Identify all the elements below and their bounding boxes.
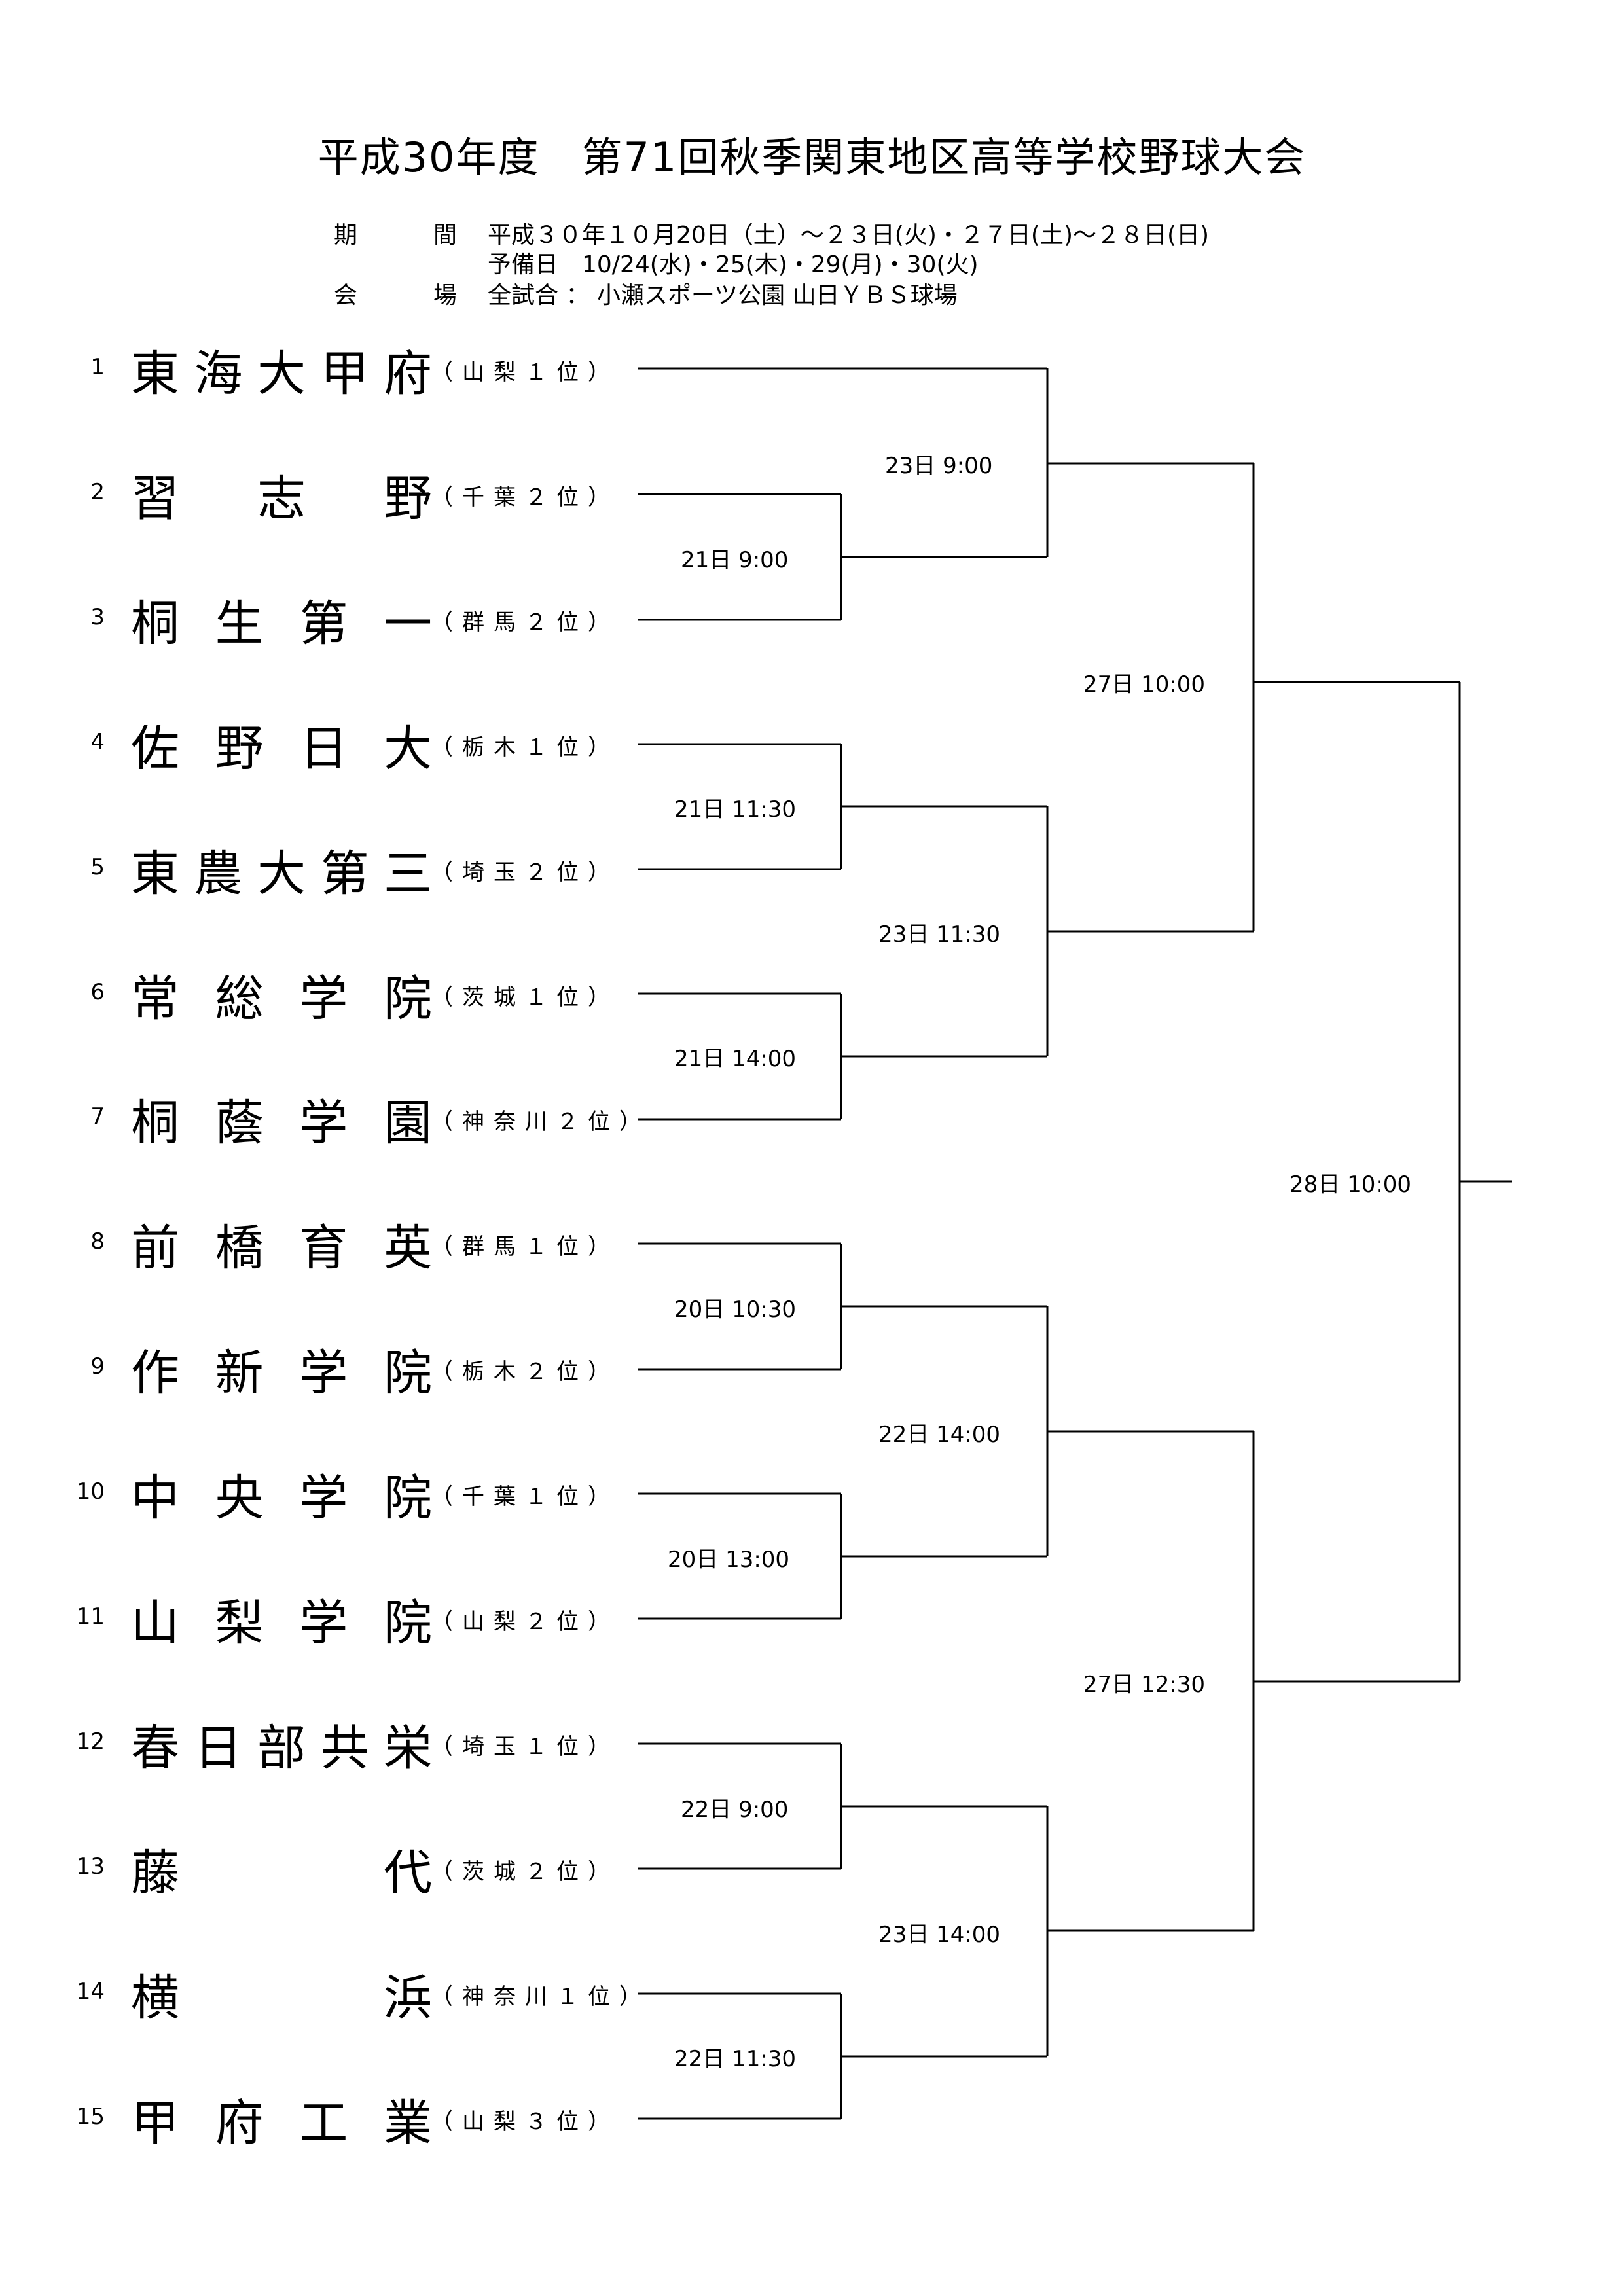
match-label: 23日 14:00 (878, 1922, 1001, 1948)
team-prefecture: （山梨１位） (431, 359, 619, 386)
team-prefecture: （山梨３位） (431, 2109, 619, 2135)
team-number: 11 (76, 1604, 105, 1630)
team-prefecture: （栃木２位） (431, 1359, 619, 1385)
team-name: 中央学院 (131, 1470, 432, 1526)
match-label: 20日 13:00 (668, 1547, 790, 1573)
team-number: 15 (76, 2104, 105, 2130)
team-number: 8 (90, 1229, 105, 1255)
match-label: 28日 10:00 (1290, 1172, 1412, 1198)
team-prefecture: （茨城１位） (431, 984, 619, 1011)
team-prefecture: （山梨２位） (431, 1609, 619, 1635)
team-prefecture: （群馬１位） (431, 1234, 619, 1260)
team-number: 3 (90, 604, 105, 630)
team-prefecture: （茨城２位） (431, 1859, 619, 1885)
team-prefecture: （千葉１位） (431, 1484, 619, 1510)
team-number: 12 (76, 1729, 105, 1755)
team-name: 習志野 (131, 471, 432, 527)
match-label: 27日 10:00 (1083, 672, 1206, 698)
page-title: 平成30年度 第71回秋季関東地区高等学校野球大会 (317, 134, 1307, 181)
venue-label: 会 場 (334, 282, 484, 309)
team-number: 14 (76, 1979, 105, 2005)
team-number: 6 (90, 979, 105, 1005)
team-name: 東海大甲府 (131, 346, 432, 402)
team-prefecture: （埼玉１位） (431, 1734, 619, 1760)
team-name: 常総学院 (131, 971, 432, 1027)
team-number: 4 (90, 729, 105, 755)
team-number: 9 (90, 1354, 105, 1380)
team-prefecture: （栃木１位） (431, 734, 619, 761)
match-label: 21日 14:00 (674, 1046, 797, 1072)
period-label: 期 間 (334, 222, 484, 249)
team-name: 横浜 (131, 1970, 432, 2026)
team-prefecture: （千葉２位） (431, 484, 619, 511)
match-label: 20日 10:30 (674, 1297, 797, 1323)
team-number: 1 (90, 354, 105, 380)
match-label: 22日 14:00 (878, 1422, 1001, 1448)
team-name: 桐生第一 (131, 596, 432, 652)
reserve-text: 予備日 10/24(水)・25(木)・29(月)・30(火) (488, 251, 979, 278)
match-label: 21日 9:00 (681, 547, 789, 573)
match-label: 27日 12:30 (1083, 1672, 1206, 1698)
period-text: 平成３０年１０月20日（土）～２３日(火)・２７日(土)～２８日(日) (488, 222, 1210, 249)
team-number: 10 (76, 1479, 105, 1505)
team-prefecture: （埼玉２位） (431, 859, 619, 886)
team-name: 東農大第三 (131, 846, 432, 902)
team-name: 山梨学院 (131, 1595, 432, 1651)
team-name: 佐野日大 (131, 721, 432, 777)
venue-text: 全試合 ： 小瀬スポーツ公園 山日ＹＢＳ球場 (488, 282, 958, 309)
team-prefecture: （神奈川２位） (431, 1109, 651, 1135)
team-number: 13 (76, 1854, 105, 1880)
team-prefecture: （神奈川１位） (431, 1984, 651, 2010)
match-label: 23日 9:00 (885, 453, 993, 479)
match-label: 22日 11:30 (674, 2046, 797, 2072)
match-label: 21日 11:30 (674, 797, 797, 823)
team-name: 甲府工業 (131, 2095, 432, 2151)
team-prefecture: （群馬２位） (431, 609, 619, 636)
team-name: 桐蔭学園 (131, 1095, 432, 1151)
team-number: 7 (90, 1103, 105, 1130)
team-name: 作新学院 (131, 1345, 432, 1401)
team-name: 前橋育英 (131, 1220, 432, 1276)
team-number: 5 (90, 854, 105, 880)
team-name: 藤代 (131, 1845, 432, 1901)
team-number: 2 (90, 479, 105, 505)
match-label: 23日 11:30 (878, 922, 1001, 948)
team-name: 春日部共栄 (131, 1720, 432, 1776)
match-label: 22日 9:00 (681, 1797, 789, 1823)
